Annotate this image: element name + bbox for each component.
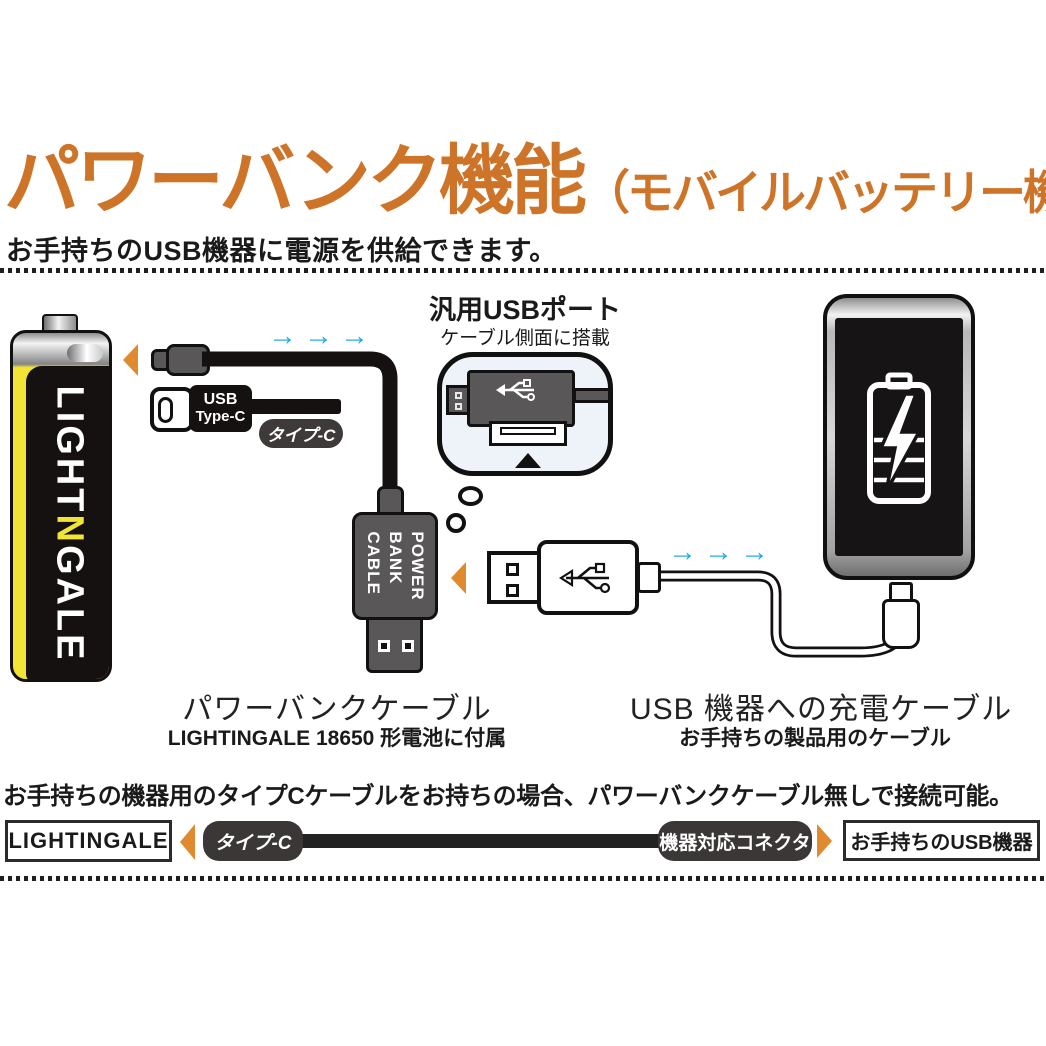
- usb-a-female-port: [489, 421, 567, 446]
- lightingale-logo: LIGHTINGALE: [8, 828, 169, 853]
- caption-charging-cable: USB 機器への充電ケーブル: [630, 693, 1013, 726]
- orange-left-arrow-icon: [180, 824, 195, 860]
- thought-bubble-circle: [446, 513, 466, 533]
- battery-glare: [67, 344, 103, 362]
- port-closeup-metal-tip: [446, 385, 470, 415]
- bottom-typec-pill: タイプ-C: [203, 821, 303, 861]
- tip-hole: [455, 392, 462, 399]
- pbc-label-line: POWER: [408, 531, 428, 601]
- title-paren: （モバイルバッテリー機能）: [583, 166, 1046, 219]
- power-bank-cable-label: POWER BANK CABLE: [362, 531, 428, 600]
- typec-plug-body: [166, 344, 210, 376]
- usb-trident-icon: [496, 379, 535, 401]
- usb-a-hole: [402, 640, 414, 652]
- usb-port-title: 汎用USBポート: [428, 295, 621, 325]
- usb-a-white-connector: [537, 540, 639, 615]
- usb-type-c-tag-line1: USB: [203, 391, 238, 409]
- cable-boot: [637, 562, 661, 593]
- usb-type-c-cable-stub: [250, 399, 341, 414]
- orange-right-arrow-icon: [817, 824, 832, 858]
- battery-brand-text: LIGHTNGALE: [48, 385, 91, 663]
- usb-a-hole: [378, 640, 390, 652]
- power-bank-cable-box: POWER BANK CABLE: [352, 512, 438, 620]
- caption-powerbank-cable: パワーバンクケーブル: [182, 693, 492, 726]
- usb-c-slot: [158, 397, 173, 423]
- lightingale-logo-box: LIGHTINGALE: [5, 820, 172, 862]
- usb-type-c-tag-line2: Type-C: [195, 408, 246, 426]
- usb-a-hole: [506, 563, 519, 576]
- orange-left-arrow-icon: [123, 344, 138, 376]
- page-title: パワーバンク機能 （モバイルバッテリー機能）: [4, 144, 1046, 220]
- thought-bubble-circle: [458, 486, 483, 506]
- battery-brand-accent: N: [48, 514, 91, 545]
- usb-a-port-contact: [500, 427, 556, 435]
- bottom-connector-pill: 機器対応コネクタ: [658, 821, 812, 861]
- port-pointer-triangle-icon: [515, 453, 541, 468]
- usb-port-closeup-bubble: [437, 352, 613, 476]
- flow-arrows-right-icon: →→→: [668, 536, 776, 568]
- usb-port-subtitle: ケーブル側面に搭載: [440, 328, 610, 349]
- dotted-divider-bottom: [0, 876, 1046, 881]
- bottom-cable-line: [290, 834, 680, 848]
- battery-label: LIGHTNGALE: [26, 366, 109, 679]
- pbc-label-line: BANK: [386, 531, 406, 585]
- usb-trident-icon: [559, 562, 611, 593]
- typec-badge: タイプ-C: [259, 419, 343, 448]
- usb-type-c-tag: USB Type-C: [189, 385, 252, 432]
- caption-powerbank-cable-sub: LIGHTINGALE 18650 形電池に付属: [167, 727, 507, 750]
- charging-battery-icon: [867, 372, 931, 504]
- bottom-note: お手持ちの機器用のタイプCケーブルをお持ちの場合、パワーバンクケーブル無しで接続…: [3, 783, 1013, 810]
- title-main: パワーバンク機能: [4, 139, 587, 224]
- usb-c-connector-icon: [150, 387, 194, 432]
- usb-a-hole: [506, 584, 519, 597]
- usb-a-male-dark-connector: [366, 617, 423, 673]
- battery: LIGHTNGALE: [10, 330, 112, 682]
- port-closeup-cable: [573, 388, 608, 403]
- page-subtitle: お手持ちのUSB機器に電源を供給できます。: [6, 236, 557, 266]
- dotted-divider-top: [0, 268, 1046, 273]
- caption-charging-cable-sub: お手持ちの製品用のケーブル: [679, 727, 951, 750]
- pbc-label-line: CABLE: [363, 531, 383, 595]
- phone-plug-body: [882, 599, 920, 649]
- flow-arrows-left-icon: →→→: [268, 320, 376, 352]
- orange-left-arrow-icon: [451, 562, 466, 594]
- user-usb-device-box: お手持ちのUSB機器: [843, 820, 1040, 861]
- usb-a-metal-tip: [487, 551, 541, 604]
- tip-hole: [455, 403, 462, 410]
